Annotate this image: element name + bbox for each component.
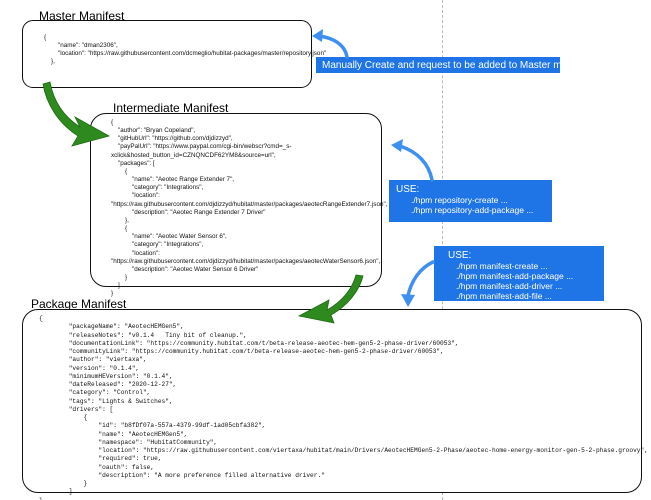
intermediate-code-line: "name": "Aeotec Range Extender 7", (111, 176, 235, 184)
intermediate-code-line: "name": "Aeotec Water Sensor 6", (111, 233, 227, 241)
intermediate-code-line: }, (111, 216, 129, 224)
master-code-line: { (44, 34, 47, 41)
manifest-command-1: ./hpm manifest-create ... (456, 261, 548, 271)
package-manifest-code: { "packageName": "AeotecHEMGen5", "relea… (39, 315, 648, 500)
master-manifest-box (22, 20, 312, 88)
manifest-command-2: ./hpm manifest-add-package ... (456, 271, 574, 281)
intermediate-code-line: "category": "Integrations", (111, 184, 204, 192)
package-code-line: "documentationLink": "https://community.… (39, 339, 459, 347)
package-code-line: "version": "0.1.4", (39, 364, 140, 372)
package-code-line: { (39, 315, 43, 322)
package-code-line: "category": "Control", (39, 389, 151, 397)
package-code-line: } (39, 496, 43, 500)
manifest-callout-heading: USE: (448, 250, 472, 261)
master-callout: Manually Create and request to be added … (316, 57, 594, 73)
manifest-callout: USE: ./hpm manifest-create ... ./hpm man… (434, 246, 604, 301)
intermediate-code-line: "location": (111, 192, 160, 200)
intermediate-code-line: "payPalUrl": "https://www.paypal.com/cgi… (111, 143, 292, 151)
blue-arrowhead-to-package (401, 294, 415, 307)
intermediate-code-line: } (111, 273, 128, 281)
package-code-line: } (39, 480, 88, 487)
manifest-command-4: ./hpm manifest-add-file ... (456, 291, 552, 301)
intermediate-manifest-title: Intermediate Manifest (113, 101, 229, 115)
intermediate-code-line: { (111, 167, 128, 175)
package-code-line: "dateReleased": "2020-12-27", (39, 381, 177, 388)
master-manifest-title: Master Manifest (39, 9, 125, 23)
intermediate-code-line: } (111, 290, 114, 298)
intermediate-code-line: "https://raw.githubusercontent.com/djdiz… (111, 200, 388, 208)
intermediate-code-line: xclick&hosted_button_id=CZNQNCDF62YM8&so… (111, 151, 276, 159)
intermediate-code-line: "description": "Aeotec Water Sensor 6 Dr… (111, 265, 259, 273)
master-code-line: "name": "dman2306", (44, 42, 118, 50)
intermediate-code-line: "https://raw.githubusercontent.com/djdiz… (111, 257, 381, 265)
package-code-line: "author": "viertaxa", (39, 356, 147, 364)
intermediate-manifest-box (90, 113, 382, 287)
package-manifest-box (22, 309, 642, 493)
intermediate-code-line: "gitHubUrl": "https://github.com/djdizzy… (111, 135, 233, 143)
intermediate-code-line: "packages": [ (111, 159, 155, 167)
intermediate-code-line: "description": "Aeotec Range Extender 7 … (111, 208, 266, 216)
package-code-line: "releaseNotes": "v0.1.4 Tiny bit of clea… (39, 331, 247, 339)
package-code-line: ] (39, 488, 73, 496)
intermediate-code-line: { (111, 225, 128, 233)
package-code-line: "packageName": "AeotecHEMGen5", (39, 323, 184, 331)
intermediate-code-line: "category": "Integrations", (111, 241, 204, 249)
master-callout-text: Manually Create and request to be added … (322, 60, 594, 71)
package-code-line: "name": "AeotecHEMGen5", (39, 430, 188, 438)
master-code-line: "location": "https://raw.githubuserconte… (44, 50, 327, 58)
master-code-line: }, (44, 58, 55, 66)
intermediate-code-line: ] (111, 282, 120, 290)
manifest-command-3: ./hpm manifest-add-driver ... (456, 281, 563, 291)
package-code-line: "communityLink": "https://community.hubi… (39, 348, 444, 355)
intermediate-code-line: "location": (111, 249, 160, 257)
package-code-line: { (39, 414, 88, 421)
intermediate-code-line: "author": "Bryan Copeland", (111, 127, 196, 135)
repository-callout: USE: ./hpm repository-create ... ./hpm r… (389, 180, 552, 222)
package-code-line: "id": "b8fDf07a-557a-4379-99df-1ad05cbfa… (39, 422, 266, 430)
package-code-line: "location": "https://raw.githubuserconte… (39, 447, 648, 454)
blue-arrow-to-package (406, 260, 435, 298)
package-code-line: "tags": "Lights & Switches", (39, 397, 173, 405)
package-code-line: "drivers": [ (39, 405, 114, 413)
package-code-line: "required": true, (39, 455, 162, 463)
intermediate-manifest-code: { "author": "Bryan Copeland", "gitHubUrl… (111, 119, 387, 298)
package-manifest-title: Package Manifest (31, 297, 127, 311)
package-code-line: "minimumHEVersion": "0.1.4", (39, 372, 173, 380)
repository-command-1: ./hpm repository-create ... (411, 195, 508, 205)
blue-arrowhead-to-intermediate (391, 139, 403, 152)
intermediate-code-line: { (111, 119, 114, 126)
package-code-line: "description": "A more preference filled… (39, 471, 325, 479)
package-code-line: "oauth": false, (39, 463, 155, 471)
master-manifest-code: { "name": "dman2306", "location": "https… (44, 34, 326, 67)
repository-command-2: ./hpm repository-add-package ... (411, 205, 534, 215)
blue-arrow-to-intermediate (398, 144, 434, 182)
package-code-line: "namespace": "HubitatCommunity", (39, 438, 218, 446)
repository-callout-heading: USE: (396, 184, 420, 195)
